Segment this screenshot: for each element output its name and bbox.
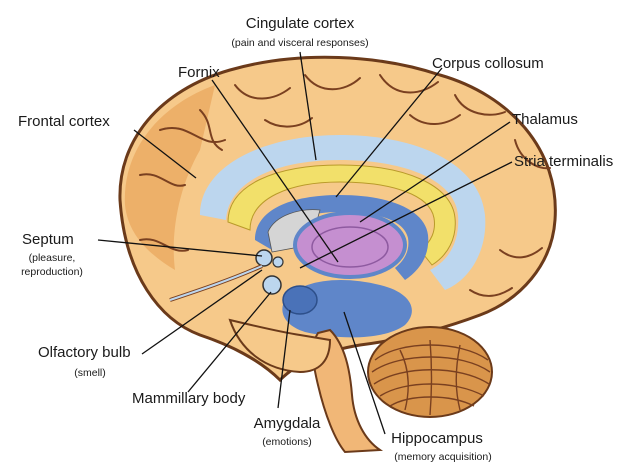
label-olfactory-bulb: Olfactory bulb [38,344,131,361]
label-cingulate-cortex: Cingulate cortex [246,15,355,32]
label-olfactory-bulb-sub: (smell) [74,367,106,379]
label-stria-terminalis: Stria terminalis [514,153,613,170]
septum-region [256,250,272,266]
septum-small [273,257,283,267]
label-cingulate-cortex-sub: (pain and visceral responses) [231,37,368,49]
label-septum-sub-2: reproduction) [21,266,83,278]
label-septum-sub-1: (pleasure, [29,252,76,264]
cerebellum [368,327,492,417]
label-fornix: Fornix [178,64,220,81]
label-frontal-cortex: Frontal cortex [18,113,110,130]
amygdala-region [283,286,317,314]
label-hippocampus-sub: (memory acquisition) [394,451,491,463]
label-thalamus: Thalamus [512,111,578,128]
label-amygdala-sub: (emotions) [262,436,312,448]
mammillary-body-region [263,276,281,294]
label-corpus-collosum: Corpus collosum [432,55,544,72]
label-mammillary-body: Mammillary body [132,390,246,407]
label-septum: Septum [22,231,74,248]
label-amygdala: Amygdala [254,415,321,432]
label-hippocampus: Hippocampus [391,430,483,447]
